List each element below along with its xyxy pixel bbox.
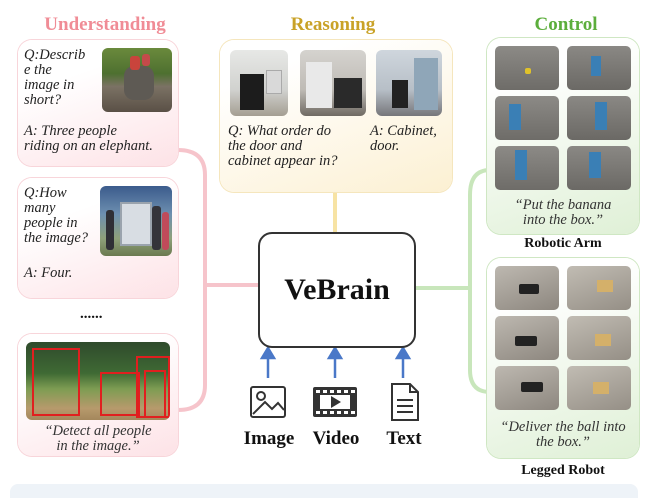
card3-caption: “Detect all people in the image.” <box>44 423 152 454</box>
vebrain-title: VeBrain <box>284 273 390 306</box>
detection-box <box>32 348 80 416</box>
legged-frame <box>567 366 631 410</box>
image-icon <box>250 386 286 418</box>
arm-frame <box>495 96 559 140</box>
reasoning-heading: Reasoning <box>290 14 376 35</box>
reasoning-answer: A: Cabinet, door. <box>370 123 437 154</box>
legged-frame <box>495 266 559 310</box>
frame-photo-1 <box>230 50 288 116</box>
legged-frame <box>495 316 559 360</box>
reasoning-card: Q: What order do the door and cabinet ap… <box>220 40 452 192</box>
legged-frame <box>567 266 631 310</box>
understanding-card-2: Q:How many people in the image? A: Four. <box>18 178 178 298</box>
text-label: Text <box>386 428 422 449</box>
baseball-photo <box>26 342 170 420</box>
legged-robot-card: “Deliver the ball into the box.” <box>487 258 639 458</box>
card1-question: Q:Describ e the image in short? <box>24 47 86 108</box>
people-photo <box>100 186 172 256</box>
arm-frame <box>567 96 631 140</box>
vebrain-box: VeBrain <box>258 232 416 348</box>
card2-question: Q:How many people in the image? <box>24 185 89 246</box>
understanding-card-3: “Detect all people in the image.” <box>18 334 178 456</box>
robotic-arm-label: Robotic Arm <box>524 236 602 251</box>
arm-frame <box>567 146 631 190</box>
video-icon <box>313 387 357 417</box>
image-label: Image <box>243 428 295 449</box>
card2-answer: A: Four. <box>24 265 73 281</box>
detection-box <box>144 370 166 418</box>
ellipsis: ...... <box>80 306 103 322</box>
legged-frame <box>567 316 631 360</box>
legged-robot-label: Legged Robot <box>521 463 605 478</box>
robotic-arm-card: “Put the banana into the box.” <box>487 38 639 234</box>
frame-photo-3 <box>376 50 442 116</box>
legged-frame <box>495 366 559 410</box>
understanding-card-1: Q:Describ e the image in short? A: Three… <box>18 40 178 166</box>
control-heading: Control <box>534 14 598 35</box>
reasoning-question: Q: What order do the door and cabinet ap… <box>228 123 338 169</box>
card1-answer: A: Three people riding on an elephant. <box>24 123 153 154</box>
arm-frame <box>495 46 559 90</box>
arm-frame <box>567 46 631 90</box>
frame-photo-2 <box>300 50 366 116</box>
text-document-icon <box>391 383 419 421</box>
understanding-heading: Understanding <box>44 14 166 35</box>
bottom-band <box>10 484 638 498</box>
legged-caption: “Deliver the ball into the box.” <box>500 419 626 450</box>
elephant-photo <box>102 48 172 112</box>
arm-caption: “Put the banana into the box.” <box>514 197 612 228</box>
arm-frame <box>495 146 559 190</box>
video-label: Video <box>312 428 360 449</box>
detection-box <box>100 372 140 416</box>
